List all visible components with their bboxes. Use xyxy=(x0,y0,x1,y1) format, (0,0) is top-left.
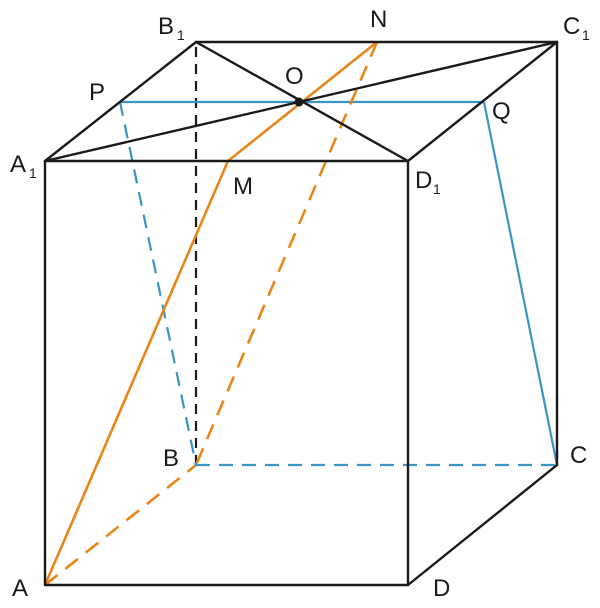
label-b1: B xyxy=(158,13,174,40)
label-a1: A xyxy=(10,151,26,178)
label-d: D xyxy=(433,575,450,602)
edge-dc xyxy=(406,463,559,587)
label-n: N xyxy=(370,6,387,33)
label-a: A xyxy=(12,575,28,602)
label-d1: D xyxy=(415,167,432,194)
label-q: Q xyxy=(492,98,511,125)
label-c: C xyxy=(570,442,587,469)
label-a1-sub: 1 xyxy=(29,165,37,181)
segment-pb xyxy=(118,101,198,466)
label-c1-sub: 1 xyxy=(582,27,590,43)
label-o: O xyxy=(285,63,304,90)
label-c1: C xyxy=(563,13,580,40)
segment-qc xyxy=(482,101,559,466)
edge-a1b1 xyxy=(43,40,198,163)
point-o-dot xyxy=(294,97,304,107)
label-d1-sub: 1 xyxy=(433,181,441,197)
label-b: B xyxy=(163,445,179,472)
label-p: P xyxy=(89,79,105,106)
label-m: M xyxy=(233,173,253,200)
edge-ab xyxy=(44,463,197,587)
edge-c1d1 xyxy=(406,40,559,163)
label-b1-sub: 1 xyxy=(177,27,185,43)
